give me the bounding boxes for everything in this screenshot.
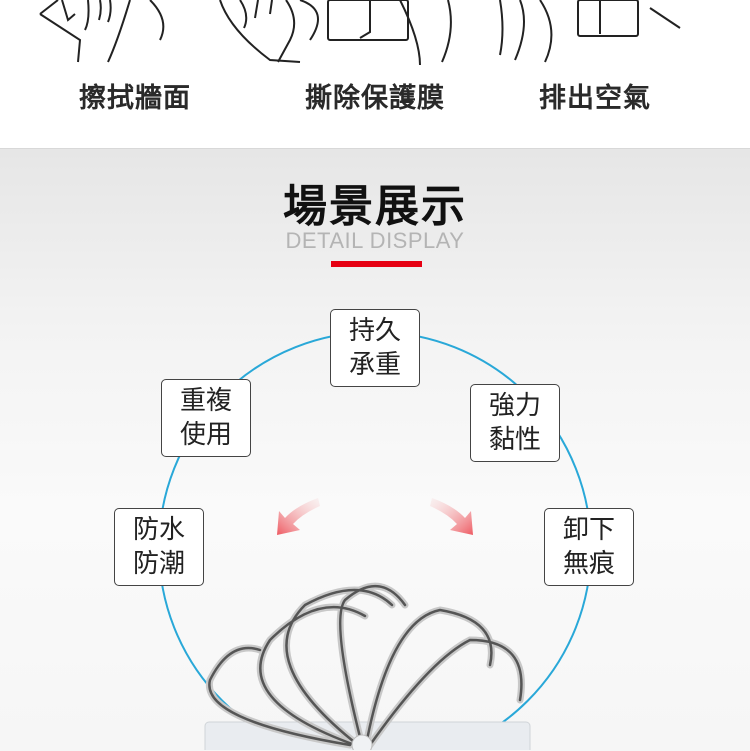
feature-line1: 卸下 [562,515,615,545]
rotate-left-arrow-icon [277,498,320,535]
feature-line2: 承重 [348,350,401,380]
step-label-peel: 撕除保護膜 [305,83,445,114]
step-label-wipe: 擦拭牆面 [79,83,191,114]
feature-line1: 防水 [132,515,185,545]
feature-line2: 無痕 [562,549,615,579]
feature-line1: 重複 [179,386,232,416]
feature-box-waterproof: 防水 防潮 [114,508,204,586]
step-label-press: 排出空氣 [539,83,651,114]
feature-box-strong-adhesion: 強力 黏性 [470,384,560,462]
feature-box-load-bearing: 持久 承重 [330,309,420,387]
feature-line1: 持久 [348,316,401,346]
wipe-wall-hand-icon [39,0,681,66]
scene-section [0,148,750,751]
feature-line2: 防潮 [132,549,185,579]
feature-box-reusable: 重複 使用 [161,379,251,457]
install-steps-section: 擦拭牆面 撕除保護膜 排出空氣 [0,0,750,148]
section-title: 場景展示 [283,181,467,232]
feature-line2: 黏性 [488,425,541,455]
feature-line1: 強力 [488,391,541,421]
feature-line2: 使用 [179,420,232,450]
accent-divider [331,261,422,267]
rotate-right-arrow-icon [430,498,473,535]
hook-product-image [204,582,531,750]
section-subtitle: DETAIL DISPLAY [285,228,465,253]
feature-box-traceless-removal: 卸下 無痕 [544,508,634,586]
